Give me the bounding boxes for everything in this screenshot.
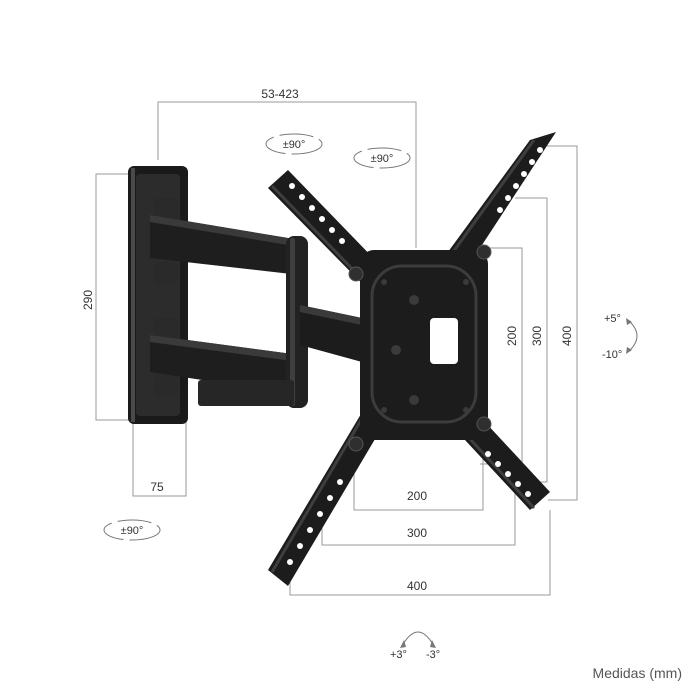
level-plus-label: +3° <box>390 649 407 661</box>
swivel-indicator-3: ±90° <box>103 519 161 541</box>
level-minus-label: -3° <box>426 649 440 661</box>
dim-vesa-h-400-line <box>540 145 578 501</box>
dim-vesa-h-400-label: 400 <box>560 326 574 346</box>
dim-vesa-h-200-label: 200 <box>505 326 519 346</box>
swivel-indicator-1: ±90° <box>265 133 323 155</box>
vesa-plate <box>268 132 556 586</box>
units-label: Medidas (mm) <box>593 665 682 681</box>
swivel-label-1: ±90° <box>283 139 306 151</box>
dim-plate-depth-line <box>132 420 187 497</box>
dim-vesa-w-300-label: 300 <box>407 526 427 540</box>
swivel-indicator-2: ±90° <box>353 147 411 169</box>
dim-vesa-w-200-line <box>353 440 484 511</box>
swivel-label-2: ±90° <box>371 153 394 165</box>
tilt-up-label: +5° <box>604 313 621 325</box>
rotation-indicators: ±90° ±90° ±90° +5° -10° +3° -3° <box>103 133 638 661</box>
dim-vesa-w-200-label: 200 <box>407 489 427 503</box>
level-indicator: +3° -3° <box>390 631 440 661</box>
dim-arm-extension-label: 53-423 <box>261 87 299 101</box>
dimension-lines <box>95 101 578 596</box>
tilt-down-label: -10° <box>602 349 622 361</box>
dim-plate-height-line <box>95 173 133 421</box>
dim-vesa-w-400-line <box>289 510 551 596</box>
dim-vesa-w-400-label: 400 <box>407 579 427 593</box>
dim-plate-height-label: 290 <box>81 290 95 310</box>
dim-plate-depth-label: 75 <box>150 480 164 494</box>
dimension-labels: 53-423 290 75 200 300 400 200 300 400 <box>81 87 574 593</box>
dim-arm-extension-line <box>157 101 417 248</box>
swivel-label-3: ±90° <box>121 525 144 537</box>
mount-arms <box>150 198 362 408</box>
dim-vesa-h-300-label: 300 <box>530 326 544 346</box>
tilt-indicator: +5° -10° <box>602 313 638 361</box>
